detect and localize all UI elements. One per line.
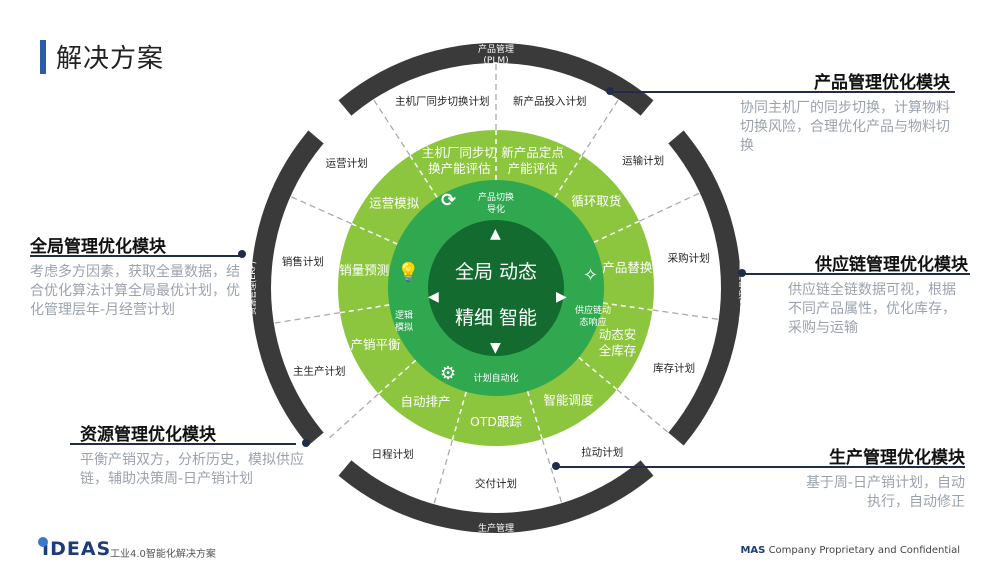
inner-label-top-b: 导化 — [487, 203, 505, 215]
plan-label-0: 主机厂同步切换计划 — [395, 95, 490, 108]
footer-confidential: MAS Company Proprietary and Confidential — [740, 545, 960, 556]
plan-separator-6 — [432, 439, 454, 508]
middle-label-2: 循环取货 — [571, 194, 621, 209]
middle-label-1: 新产品定点 — [501, 145, 564, 160]
callout-product-title: 产品管理优化模块 — [814, 73, 950, 93]
outer-label-top-sub: (PLM) — [483, 56, 508, 66]
ring-gap-0 — [637, 96, 688, 147]
outer-label-bottom-sub: (MES) — [483, 535, 509, 545]
callout-supply-line — [742, 273, 970, 275]
callout-global-title: 全局管理优化模块 — [30, 237, 166, 257]
middle-label-0: 主机厂同步切 — [422, 145, 497, 160]
arrow-left-icon: ◀ — [428, 289, 439, 305]
network-icon: ✧ — [583, 265, 599, 286]
callout-global-line — [30, 255, 242, 257]
plan-separator-2 — [638, 191, 703, 222]
callout-production-title: 生产管理优化模块 — [829, 448, 965, 468]
middle-label-4: 动态安 — [599, 327, 637, 342]
callout-product-desc: 协同主机厂的同步切换，计算物料切换风险，合理优化产品与物料切换 — [740, 100, 950, 154]
inner-label-right: 供应链动 — [575, 304, 611, 316]
ring-gap-3 — [304, 96, 355, 147]
callout-resource: 资源管理优化模块 平衡产销双方，分析历史，模拟供应链，辅助决策周-日产销计划 — [70, 420, 305, 489]
middle-label-8: 产销平衡 — [350, 337, 400, 352]
plan-label-6: 交付计划 — [475, 477, 517, 490]
plan-separator-7 — [326, 393, 380, 442]
inner-label-left-b: 模拟 — [395, 321, 413, 333]
logo-dot-icon — [38, 537, 48, 547]
lightbulb-icon: 💡 — [397, 262, 420, 283]
plan-separator-10 — [371, 96, 411, 156]
page-title: 解决方案 — [56, 44, 165, 74]
plan-label-2: 运输计划 — [622, 154, 664, 167]
ideas-logo: IDEAS — [38, 537, 111, 560]
callout-production: 生产管理优化模块 基于周-日产销计划，自动执行，自动修正 — [555, 443, 965, 512]
arrow-down-icon: ▼ — [490, 340, 501, 356]
refresh-icon: ⟳ — [441, 190, 457, 211]
title-accent-bar — [40, 40, 46, 74]
plan-separator-3 — [652, 309, 722, 321]
inner-label-top: 产品切换 — [478, 191, 514, 203]
middle-label-5: 智能调度 — [543, 393, 594, 408]
gears-icon: ⚙ — [440, 363, 457, 384]
callout-production-desc: 基于周-日产销计划，自动执行，自动修正 — [805, 475, 965, 510]
callout-product-line — [610, 91, 955, 93]
callout-supply-title: 供应链管理优化模块 — [815, 255, 968, 275]
callout-resource-dot — [302, 439, 310, 447]
callout-supply-desc: 供应链全链数据可视，根据不同产品属性，优化库存，采购与运输 — [788, 282, 956, 336]
callout-production-dot — [552, 462, 560, 470]
plan-label-10: 运营计划 — [326, 157, 368, 170]
middle-label-3: 产品替换 — [602, 260, 653, 275]
plan-separator-9 — [287, 194, 352, 225]
callout-global-dot — [238, 250, 246, 258]
callout-product: 产品管理优化模块 协同主机厂的同步切换，计算物料切换风险，合理优化产品与物料切换 — [610, 68, 955, 156]
outer-label-right: 供应链管理(SCM) — [738, 256, 748, 320]
middle-label-1-b: 产能评估 — [508, 161, 558, 176]
outer-label-left: 资源管理(ERP) — [247, 261, 257, 315]
middle-label-7: 自动排产 — [401, 394, 451, 409]
inner-label-right-b: 态响应 — [579, 316, 606, 328]
middle-label-0-b: 换产能评估 — [428, 161, 491, 176]
plan-separator-8 — [270, 312, 341, 325]
arrow-right-icon: ▶ — [556, 289, 567, 305]
callout-global-desc: 考虑多方因素，获取全量数据，结合优化算法计算全局最优计划，优化管理层年-月经营计… — [30, 264, 240, 318]
plan-label-5: 拉动计划 — [581, 446, 623, 459]
plan-label-4: 库存计划 — [653, 361, 695, 374]
callout-global: 全局管理优化模块 考虑多方因素，获取全量数据，结合优化算法计算全局最优计划，优化… — [30, 232, 242, 320]
plan-label-8: 主生产计划 — [293, 364, 346, 377]
plan-label-7: 日程计划 — [372, 447, 414, 460]
plan-separator-4 — [616, 389, 672, 436]
arrow-up-icon: ▲ — [490, 226, 501, 242]
plan-label-9: 销售计划 — [282, 255, 324, 268]
inner-label-left: 逻辑 — [395, 309, 413, 321]
callout-supply: 供应链管理优化模块 供应链全链数据可视，根据不同产品属性，优化库存，采购与运输 — [742, 250, 970, 338]
middle-label-10: 运营模拟 — [369, 196, 420, 211]
plan-label-1: 新产品投入计划 — [513, 95, 587, 108]
middle-label-9: 销量预测 — [339, 262, 389, 277]
middle-label-4-b: 全库存 — [599, 343, 637, 358]
core-line-2: 精细 智能 — [455, 307, 537, 329]
callout-resource-title: 资源管理优化模块 — [80, 425, 216, 445]
plan-label-3: 采购计划 — [668, 251, 710, 264]
footer-subtitle: 工业4.0智能化解决方案 — [110, 549, 216, 560]
plan-separator-5 — [541, 438, 564, 507]
inner-label-bottom: 计划自动化 — [473, 372, 518, 384]
outer-label-top: 产品管理 — [478, 43, 514, 55]
core-circle — [428, 220, 564, 356]
callout-resource-line — [70, 443, 296, 445]
callout-resource-desc: 平衡产销双方，分析历史，模拟供应链，辅助决策周-日产销计划 — [80, 452, 304, 487]
ring-gap-2 — [304, 429, 355, 480]
callout-supply-dot — [738, 269, 746, 277]
middle-label-6: OTD跟踪 — [470, 414, 523, 429]
core-line-1: 全局 动态 — [455, 261, 537, 283]
outer-label-bottom: 生产管理 — [478, 522, 514, 534]
callout-product-dot — [606, 87, 614, 95]
callout-production-line — [555, 466, 965, 468]
plan-separator-1 — [581, 96, 621, 156]
